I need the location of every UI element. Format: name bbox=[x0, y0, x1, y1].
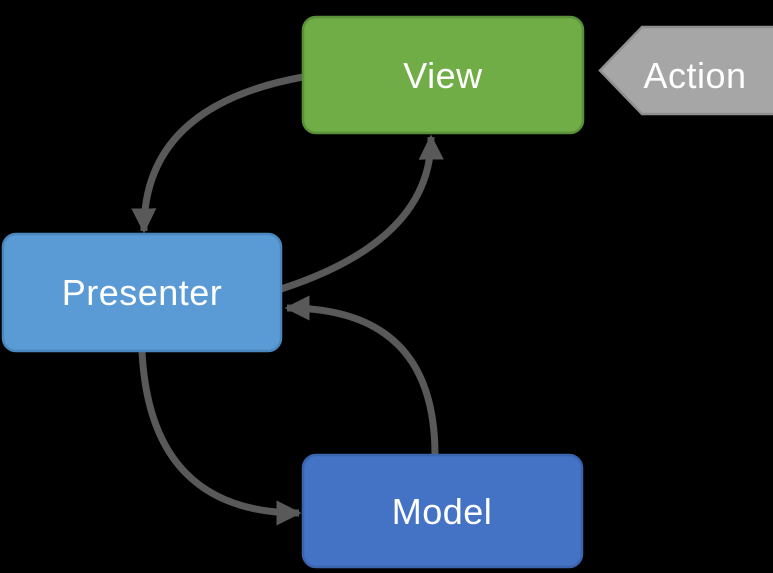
model-label: Model bbox=[392, 491, 493, 532]
edge-model-to-presenter bbox=[284, 295, 439, 456]
node-view: View bbox=[301, 15, 585, 135]
node-model: Model bbox=[301, 453, 584, 569]
model-box bbox=[301, 453, 584, 569]
view-box bbox=[301, 15, 585, 135]
edge-group bbox=[131, 73, 444, 526]
edge-view-to-presenter bbox=[131, 73, 304, 234]
action-pointer bbox=[598, 25, 773, 116]
edge-presenter-to-view bbox=[279, 134, 444, 293]
node-presenter: Presenter bbox=[1, 232, 283, 353]
view-label: View bbox=[403, 55, 483, 96]
node-action: Action bbox=[598, 25, 773, 116]
presenter-box bbox=[1, 232, 283, 353]
edge-presenter-to-model bbox=[138, 350, 302, 526]
action-label: Action bbox=[643, 55, 746, 96]
presenter-label: Presenter bbox=[62, 272, 223, 313]
